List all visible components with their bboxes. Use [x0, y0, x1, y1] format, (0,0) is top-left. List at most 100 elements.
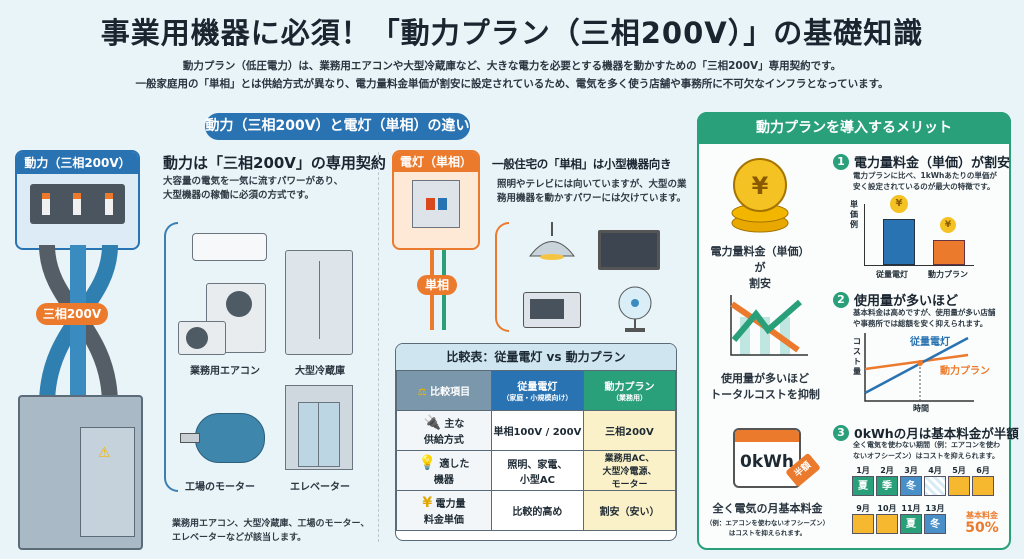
month-cell: 冬 [924, 514, 946, 534]
air-conditioner-icon [192, 233, 267, 261]
tv-icon [598, 230, 660, 270]
cost-line-chart [864, 333, 974, 402]
merit2-desc-1: 基本料金は高めですが、使用量が多い店舗 [853, 308, 996, 317]
merit1-icon-label: 電力量料金（単価）が 割安 [710, 245, 810, 290]
power-devices-brace [164, 222, 178, 492]
month-label: 6月 [976, 466, 990, 475]
month-label: 10月 [877, 504, 897, 513]
single-breaker-icon [412, 180, 460, 228]
three-phase-badge: 三相200V [36, 303, 108, 325]
bar-doryoku [933, 240, 965, 265]
bar-label-juryo: 従量電灯 [876, 270, 908, 279]
device-label-motor: 工場のモーター [185, 482, 255, 493]
month-label: 11月 [901, 504, 921, 513]
bar-juryo [883, 219, 915, 265]
merit2-desc-2: や事務所では総額を安く抑えられます。 [853, 319, 988, 328]
line-label-doryoku: 動力プラン [940, 366, 990, 377]
month-label: 1月 [856, 466, 870, 475]
month-label: 2月 [880, 466, 894, 475]
month-cell: 夏 [852, 476, 874, 496]
svg-text:¥: ¥ [752, 172, 769, 200]
outdoor-unit-icon [178, 283, 266, 355]
month-label: 5月 [952, 466, 966, 475]
month-cell [924, 476, 946, 496]
power-note-2: エレベーターなどが該当します。 [172, 533, 307, 543]
breaker-icon [30, 184, 125, 224]
month-label: 4月 [928, 466, 942, 475]
month-cell: 夏 [900, 514, 922, 534]
merit3-icon-label: 全く電気の月基本料金 [712, 502, 823, 515]
header-b: 動力プラン（業務用） [582, 370, 676, 411]
light-desc-2: 務用機器を動かすパワーには欠けています。 [497, 193, 687, 204]
month-cell [948, 476, 970, 496]
subtitle-line-1: 動力プラン（低圧電力）は、業務用エアコンや大型冷蔵庫など、大きな電力を必要とする… [182, 60, 842, 72]
power-breaker-box: 動力（三相200V） [15, 150, 140, 250]
month-label: 9月 [856, 504, 870, 513]
merit1-desc-1: 電力プランに比べ、1kWhあたりの単価が [853, 171, 997, 180]
cost-trend-chart-icon [730, 295, 808, 356]
elevator-icon [285, 385, 353, 470]
light-box-label: 電灯（単相） [394, 152, 478, 172]
month-cell [972, 476, 994, 496]
scale-icon: ⚖ [417, 387, 427, 398]
lamp-icon [528, 222, 576, 260]
subtitle-line-2: 一般家庭用の「単相」とは供給方式が異なり、電力量料金単価が割安に設定されているた… [135, 78, 889, 90]
merit2-icon-label: 使用量が多いほど トータルコストを抑制 [710, 372, 820, 401]
microwave-icon [523, 292, 581, 328]
header-a: 従量電灯（家庭・小規模向け） [490, 370, 584, 411]
month-label: 3月 [904, 466, 918, 475]
merit3-icon-note-2: はコストを抑えられます。 [728, 529, 807, 537]
comparison-table: 比較表：従量電灯 vs 動力プラン ⚖ 比較項目 従量電灯（家庭・小規模向け） … [395, 343, 677, 541]
table-row: ¥ 電力量 料金単価 比較的高め 割安（安い） [396, 490, 676, 531]
yen-icon: ¥ [890, 195, 908, 213]
month-cell: 季 [876, 476, 898, 496]
single-phase-badge: 単相 [417, 275, 457, 295]
merit2-chart-xlabel: 時間 [913, 404, 929, 413]
distribution-panel-icon: ⚠ [18, 395, 143, 550]
device-label-aircon: 業務用エアコン [190, 366, 260, 377]
merit1-desc-2: 安く設定されているのが最大の特徴です。 [853, 182, 995, 191]
table-title: 比較表：従量電灯 vs 動力プラン [396, 344, 676, 370]
unit-price-bar-chart [864, 204, 974, 266]
power-desc-1: 大容量の電気を一気に流すパワーがあり、 [163, 176, 344, 187]
discount-value: 50% [965, 520, 999, 536]
plug-icon: 🔌 [423, 415, 441, 431]
line-label-juryo: 従量電灯 [910, 337, 950, 348]
header-item: ⚖ 比較項目 [396, 370, 492, 411]
page-title: 事業用機器に必須！「動力プラン（三相200V）」の基礎知識 [100, 16, 924, 50]
discount-label: 基本料金 [966, 511, 998, 520]
merit2-chart-ylabel: コスト量 [853, 337, 861, 376]
section-title-difference: 動力（三相200V）と電灯（単相）の違い [205, 113, 470, 140]
month-cell: 冬 [900, 476, 922, 496]
power-note-1: 業務用エアコン、大型冷蔵庫、工場のモーター、 [172, 519, 370, 529]
light-desc-1: 照明やテレビには向いていますが、大型の業 [497, 179, 687, 190]
merit1-chart-ylabel: 単価例 [850, 200, 858, 229]
refrigerator-icon [285, 250, 353, 355]
merit3-icon-note-1: （例：エアコンを使わないオフシーズン） [705, 519, 830, 527]
yen-icon: ¥ [940, 217, 956, 233]
power-box-label: 動力（三相200V） [17, 152, 138, 174]
bar-label-doryoku: 動力プラン [928, 270, 968, 279]
table-row: 🔌 主な 供給方式 単相100V / 200V 三相200V [396, 410, 676, 451]
merit3-desc-1: 全く電気を使わない期間（例：エアコンを使わ [853, 441, 1000, 449]
month-label: 13月 [925, 504, 945, 513]
power-desc-2: 大型機器の稼働に必須の方式です。 [163, 190, 315, 201]
motor-icon [180, 405, 265, 465]
line-juryo [864, 336, 969, 395]
three-phase-cables-icon [39, 245, 118, 405]
line-doryoku [864, 353, 969, 371]
merits-title: 動力プランを導入するメリット [697, 112, 1011, 144]
month-cell [876, 514, 898, 534]
fan-icon [618, 286, 652, 332]
light-heading: 一般住宅の「単相」は小型機器向き [492, 157, 672, 171]
month-cell [852, 514, 874, 534]
merit3-desc-2: ないオフシーズン）はコストを抑えられます。 [853, 452, 999, 460]
device-label-elevator: エレベーター [290, 482, 350, 493]
power-heading: 動力は「三相200V」の専用契約 [163, 154, 386, 172]
bulb-icon: 💡 [418, 455, 436, 471]
divider [378, 152, 379, 542]
table-row: 💡 適した 機器 照明、家電、 小型AC 業務用AC、 大型冷電源、 モーター [396, 450, 676, 491]
